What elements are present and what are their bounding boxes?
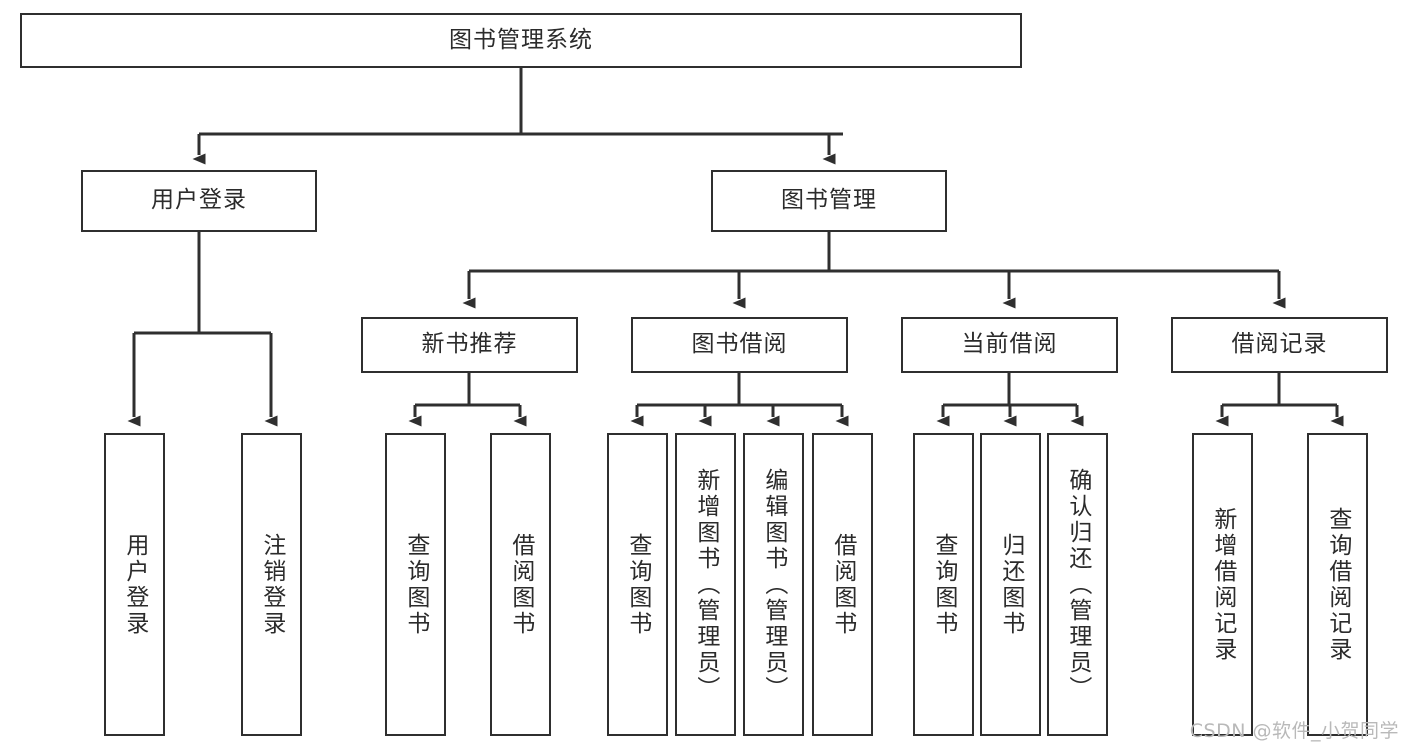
node-book-borrow[interactable]: 图书借阅: [631, 317, 848, 373]
leaf-add-record[interactable]: 新增借阅记录: [1192, 433, 1253, 736]
node-new-book-rec[interactable]: 新书推荐: [361, 317, 578, 373]
node-book-manage-label: 图书管理: [781, 187, 877, 214]
leaf-edit-book-label: 编辑图书（管理员）: [760, 467, 787, 702]
leaf-add-book-label: 新增图书（管理员）: [692, 467, 719, 702]
node-book-borrow-label: 图书借阅: [691, 331, 788, 358]
leaf-query-record[interactable]: 查询借阅记录: [1307, 433, 1368, 736]
node-current-borrow-label: 当前借阅: [961, 331, 1058, 358]
leaf-query-book-1-label: 查询图书: [402, 532, 429, 637]
leaf-add-record-label: 新增借阅记录: [1209, 506, 1236, 663]
leaf-user-login[interactable]: 用户登录: [104, 433, 165, 736]
leaf-edit-book[interactable]: 编辑图书（管理员）: [743, 433, 804, 736]
leaf-borrow-book-2[interactable]: 借阅图书: [812, 433, 873, 736]
leaf-borrow-book-1[interactable]: 借阅图书: [490, 433, 551, 736]
leaf-borrow-book-1-label: 借阅图书: [507, 532, 534, 637]
leaf-add-book[interactable]: 新增图书（管理员）: [675, 433, 736, 736]
leaf-query-book-2-label: 查询图书: [624, 532, 651, 637]
leaf-user-login-label: 用户登录: [121, 532, 148, 637]
leaf-confirm-return-label: 确认归还（管理员）: [1064, 467, 1091, 702]
node-new-book-rec-label: 新书推荐: [421, 331, 518, 358]
leaf-query-book-1[interactable]: 查询图书: [385, 433, 446, 736]
leaf-query-book-2[interactable]: 查询图书: [607, 433, 668, 736]
node-root[interactable]: 图书管理系统: [20, 13, 1022, 68]
node-user-login-label: 用户登录: [151, 187, 247, 214]
node-current-borrow[interactable]: 当前借阅: [901, 317, 1118, 373]
leaf-borrow-book-2-label: 借阅图书: [829, 532, 856, 637]
node-book-manage[interactable]: 图书管理: [711, 170, 947, 232]
leaf-query-record-label: 查询借阅记录: [1324, 506, 1351, 663]
leaf-return-book[interactable]: 归还图书: [980, 433, 1041, 736]
leaf-return-book-label: 归还图书: [997, 532, 1024, 637]
leaf-logout-label: 注销登录: [258, 532, 285, 637]
node-borrow-record[interactable]: 借阅记录: [1171, 317, 1388, 373]
leaf-query-book-3-label: 查询图书: [930, 532, 957, 637]
csdn-watermark: CSDN @软件_小贺同学: [1189, 720, 1399, 742]
node-user-login[interactable]: 用户登录: [81, 170, 317, 232]
leaf-logout[interactable]: 注销登录: [241, 433, 302, 736]
leaf-confirm-return[interactable]: 确认归还（管理员）: [1047, 433, 1108, 736]
node-root-label: 图书管理系统: [449, 26, 593, 53]
leaf-query-book-3[interactable]: 查询图书: [913, 433, 974, 736]
node-borrow-record-label: 借阅记录: [1231, 331, 1328, 358]
